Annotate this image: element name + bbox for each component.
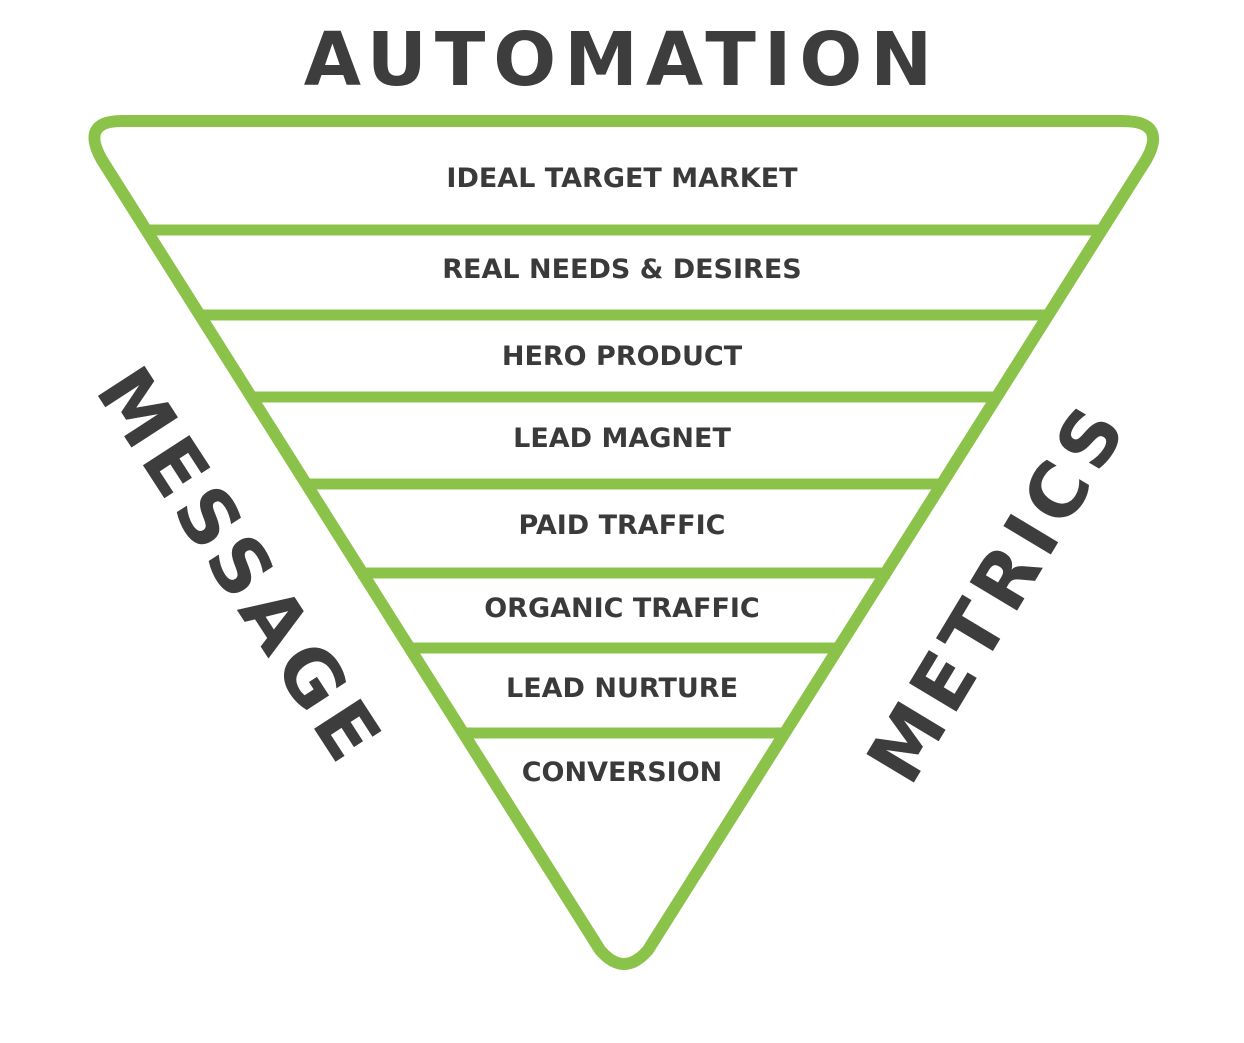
stage-label: CONVERSION — [521, 757, 723, 788]
stage-label: REAL NEEDS & DESIRES — [442, 254, 802, 285]
diagram-title: AUTOMATION — [303, 17, 941, 103]
stage-label: ORGANIC TRAFFIC — [484, 593, 760, 624]
funnel-outline — [88, 115, 1160, 970]
stage-label: IDEAL TARGET MARKET — [446, 163, 798, 194]
stage-label: PAID TRAFFIC — [518, 510, 726, 541]
stage-label: LEAD MAGNET — [513, 423, 731, 454]
stage-label: LEAD NURTURE — [505, 673, 739, 704]
stage-label: HERO PRODUCT — [501, 341, 743, 372]
